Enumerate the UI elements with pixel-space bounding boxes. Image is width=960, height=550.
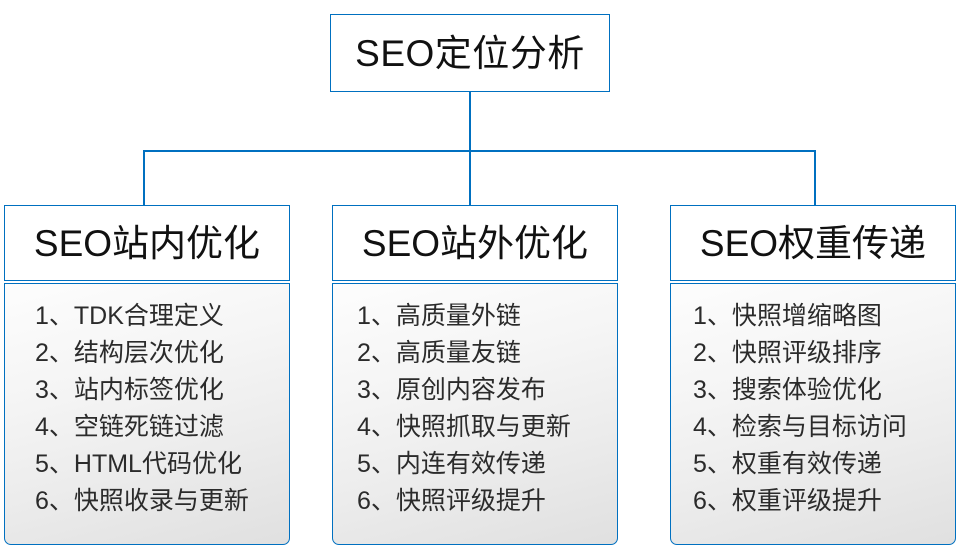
branch-item-list-1: 1、高质量外链 2、高质量友链 3、原创内容发布 4、快照抓取与更新 5、内连有…	[333, 298, 571, 520]
branch-body-2: 1、快照增缩略图 2、快照评级排序 3、搜索体验优化 4、检索与目标访问 5、权…	[670, 283, 956, 545]
list-item: 3、搜索体验优化	[693, 376, 882, 404]
list-item: 3、原创内容发布	[357, 376, 546, 404]
list-item: 2、高质量友链	[357, 339, 521, 367]
list-item: 5、HTML代码优化	[35, 450, 242, 478]
list-item: 6、快照收录与更新	[35, 487, 249, 515]
connector-drop-right	[814, 150, 816, 206]
branch-title-2: SEO权重传递	[699, 222, 927, 264]
list-item: 4、快照抓取与更新	[357, 413, 571, 441]
branch-item-list-0: 1、TDK合理定义 2、结构层次优化 3、站内标签优化 4、空链死链过滤 5、H…	[5, 298, 249, 520]
connector-drop-left	[143, 150, 145, 206]
branch-column-seo-offsite: SEO站外优化 1、高质量外链 2、高质量友链 3、原创内容发布 4、快照抓取与…	[332, 205, 618, 545]
list-item: 6、权重评级提升	[693, 487, 882, 515]
root-node-label: SEO定位分析	[355, 32, 585, 74]
branch-body-1: 1、高质量外链 2、高质量友链 3、原创内容发布 4、快照抓取与更新 5、内连有…	[332, 283, 618, 545]
branch-column-seo-weight: SEO权重传递 1、快照增缩略图 2、快照评级排序 3、搜索体验优化 4、检索与…	[670, 205, 956, 545]
branch-column-seo-onsite: SEO站内优化 1、TDK合理定义 2、结构层次优化 3、站内标签优化 4、空链…	[4, 205, 290, 545]
list-item: 1、快照增缩略图	[693, 302, 882, 330]
connector-horizontal-bus	[143, 150, 816, 152]
list-item: 5、内连有效传递	[357, 450, 546, 478]
root-node[interactable]: SEO定位分析	[330, 14, 610, 92]
list-item: 2、快照评级排序	[693, 339, 882, 367]
branch-header-1[interactable]: SEO站外优化	[332, 205, 618, 281]
list-item: 3、站内标签优化	[35, 376, 224, 404]
list-item: 1、高质量外链	[357, 302, 521, 330]
branch-title-1: SEO站外优化	[361, 222, 589, 264]
branch-body-0: 1、TDK合理定义 2、结构层次优化 3、站内标签优化 4、空链死链过滤 5、H…	[4, 283, 290, 545]
connector-drop-center	[469, 150, 471, 206]
connector-root-stem	[469, 92, 471, 151]
list-item: 4、检索与目标访问	[693, 413, 907, 441]
list-item: 5、权重有效传递	[693, 450, 882, 478]
branch-item-list-2: 1、快照增缩略图 2、快照评级排序 3、搜索体验优化 4、检索与目标访问 5、权…	[671, 298, 907, 520]
list-item: 2、结构层次优化	[35, 339, 224, 367]
list-item: 4、空链死链过滤	[35, 413, 224, 441]
branch-header-0[interactable]: SEO站内优化	[4, 205, 290, 281]
list-item: 6、快照评级提升	[357, 487, 546, 515]
branch-title-0: SEO站内优化	[33, 222, 261, 264]
list-item: 1、TDK合理定义	[35, 302, 224, 330]
branch-header-2[interactable]: SEO权重传递	[670, 205, 956, 281]
